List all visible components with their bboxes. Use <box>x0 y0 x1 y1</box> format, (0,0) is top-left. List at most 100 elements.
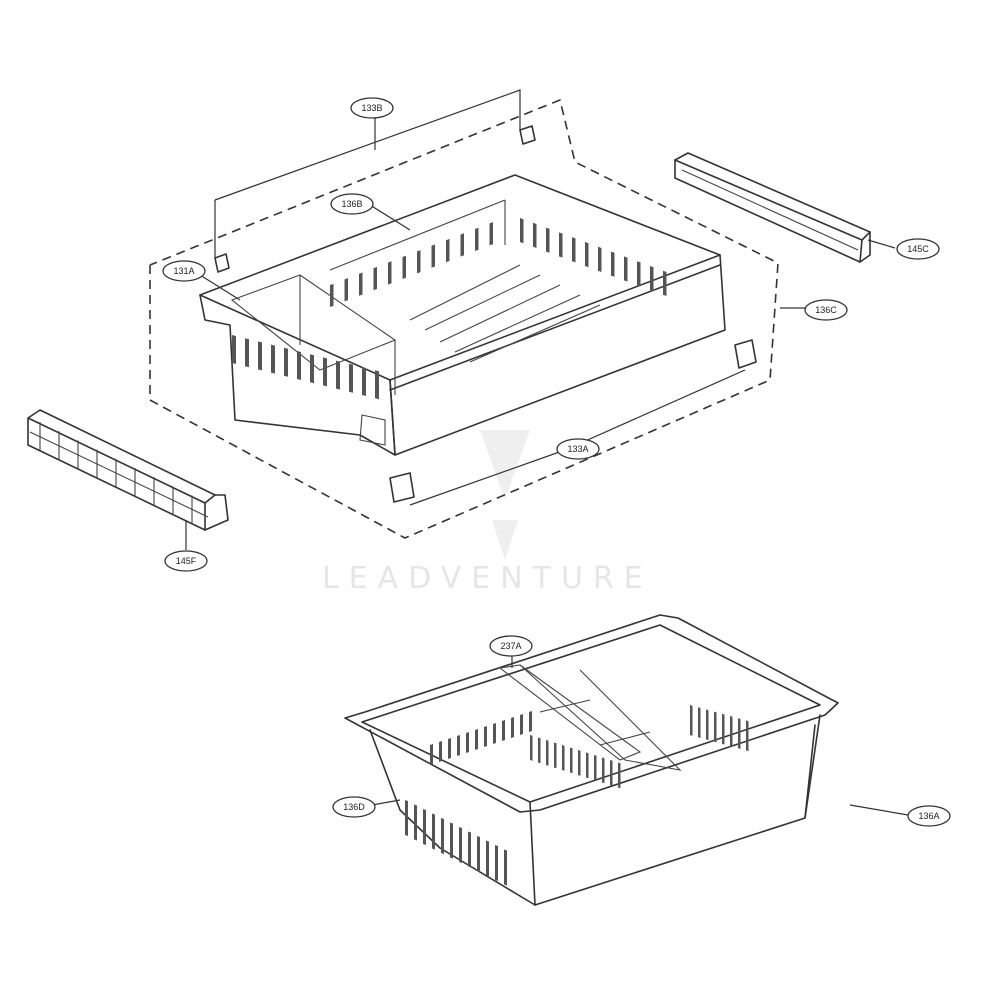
callout-136B: 136B <box>330 193 374 215</box>
vent-slot <box>450 822 453 859</box>
vent-slot <box>529 711 532 732</box>
basket-side-vents <box>405 800 507 886</box>
vent-slot <box>493 723 496 744</box>
vent-slot <box>423 809 426 845</box>
vent-slot <box>533 222 537 248</box>
vent-slot <box>359 272 363 296</box>
callout-145C: 145C <box>896 238 940 260</box>
vent-slot <box>388 261 392 285</box>
vent-slot <box>459 827 462 863</box>
vent-slot <box>706 709 709 741</box>
vent-slot <box>466 732 469 753</box>
watermark-logo: LEADVENTURE <box>322 430 643 596</box>
drawer-front-vents <box>232 335 379 400</box>
vent-slot <box>546 740 549 766</box>
callout-133B: 133B <box>350 97 394 119</box>
vent-slot <box>330 283 334 307</box>
callout-label: 133A <box>567 444 588 454</box>
clip-133B-left <box>214 253 230 273</box>
vent-slot <box>439 741 442 762</box>
vent-slot <box>414 804 417 841</box>
clip-133B-top <box>519 125 536 145</box>
vent-slot <box>650 266 654 292</box>
rail-grid-bar <box>29 431 209 518</box>
drawer-side-vents <box>520 218 667 296</box>
vent-slot <box>373 266 377 291</box>
vent-slot <box>562 745 565 771</box>
vent-slot <box>520 714 523 735</box>
vent-slot <box>310 354 314 384</box>
vent-slot <box>637 261 641 287</box>
vent-slot <box>746 720 749 752</box>
rail-145C <box>674 152 871 263</box>
vent-slot <box>475 227 479 251</box>
callout-label: 133B <box>361 103 382 113</box>
assembly-boundary <box>149 98 779 539</box>
vent-slot <box>477 836 480 872</box>
vent-slot <box>495 845 498 881</box>
vent-slot <box>417 250 421 274</box>
callout-label: 131A <box>173 266 194 276</box>
vent-slot <box>489 222 493 246</box>
vent-slot <box>714 711 717 743</box>
vent-slot <box>362 367 366 396</box>
vent-slot <box>538 737 541 764</box>
vent-slot <box>245 338 249 368</box>
vent-slot <box>698 707 701 738</box>
rail-grid <box>29 422 209 524</box>
vent-slot <box>559 232 563 258</box>
callout-131A: 131A <box>162 260 206 282</box>
vent-slot <box>618 762 621 789</box>
vent-slot <box>297 351 301 380</box>
vent-slot <box>323 357 327 387</box>
vent-slot <box>546 227 550 253</box>
vent-slot <box>431 244 435 268</box>
callout-136C: 136C <box>804 299 848 321</box>
vent-slot <box>284 347 288 377</box>
vent-slot <box>663 270 667 296</box>
vent-slot <box>586 752 589 779</box>
vent-slot <box>441 818 444 854</box>
callout-label: 136A <box>918 811 939 821</box>
upper-drawer-136B <box>199 174 726 456</box>
vent-slot <box>258 341 262 371</box>
lower-basket-136A <box>344 614 839 906</box>
vent-slot <box>722 713 725 745</box>
vent-slot <box>511 717 514 738</box>
callout-133A: 133A <box>556 438 600 460</box>
leader-lines <box>185 89 909 816</box>
rail-145F <box>27 409 229 531</box>
vent-slot <box>570 747 573 774</box>
vent-slot <box>430 744 433 765</box>
vent-slot <box>475 729 478 750</box>
vent-slot <box>486 840 489 877</box>
vent-slot <box>446 238 450 263</box>
callout-label: 136B <box>341 199 362 209</box>
vent-slot <box>572 237 576 263</box>
vent-slot <box>690 705 693 736</box>
vent-slot <box>530 735 533 761</box>
vent-slot <box>344 278 348 302</box>
vent-slot <box>432 813 435 850</box>
vent-slot <box>554 742 557 769</box>
vent-slot <box>502 720 505 741</box>
basket-divider-vents <box>530 735 621 789</box>
vent-slot <box>271 344 275 374</box>
vent-slot <box>336 360 340 390</box>
vent-slot <box>457 735 460 756</box>
vent-slot <box>611 251 615 277</box>
callout-label: 136C <box>815 305 837 315</box>
vent-slot <box>585 242 589 268</box>
clip-133A-bottom <box>389 472 415 503</box>
callout-label: 136D <box>343 802 365 812</box>
vent-slot <box>460 233 464 257</box>
clip-133A-right <box>734 339 757 369</box>
vent-slot <box>402 255 406 279</box>
callout-label: 145F <box>176 556 197 566</box>
vent-slot <box>624 256 628 282</box>
callout-136A: 136A <box>907 805 951 827</box>
vent-slot <box>598 246 602 272</box>
vent-slot <box>520 218 524 244</box>
drawer-back-vents <box>330 222 493 307</box>
